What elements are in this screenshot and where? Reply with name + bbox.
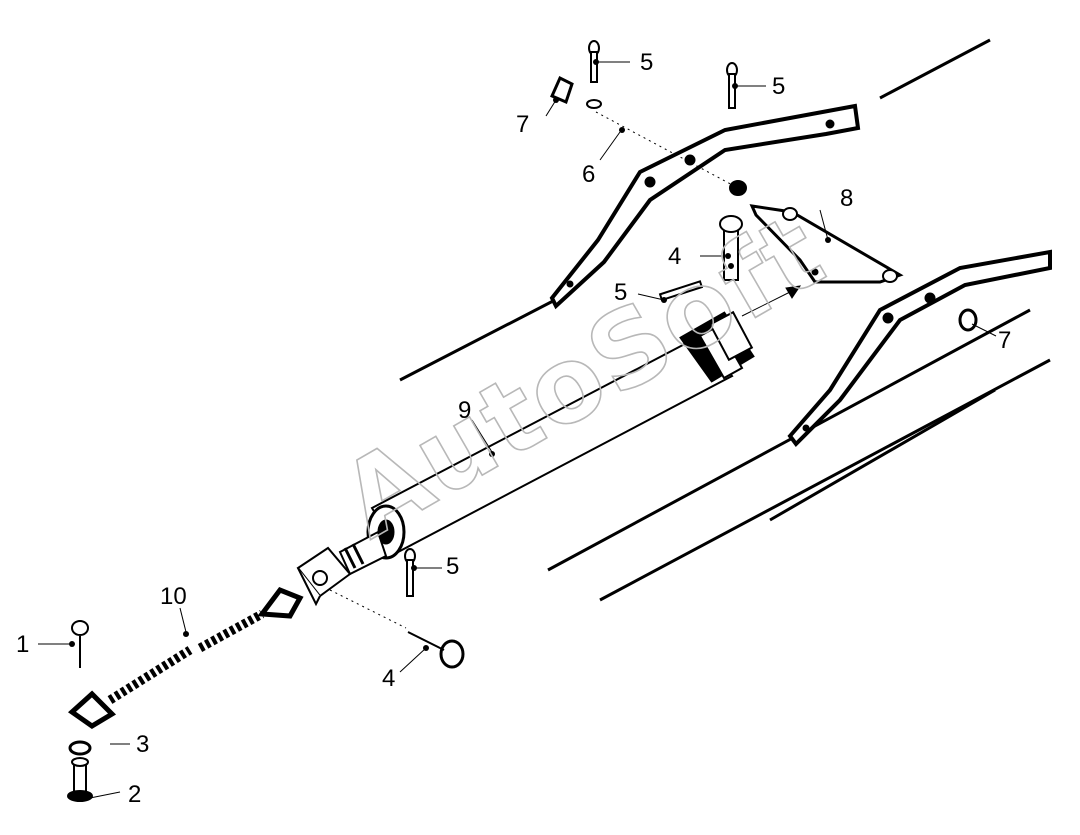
callout-3: 3	[136, 731, 149, 758]
rail-hole	[802, 424, 810, 432]
callout-1: 1	[16, 631, 29, 658]
rail-hole	[644, 176, 656, 188]
cable-part-10	[67, 586, 304, 729]
pin-part-4-upper	[719, 215, 743, 281]
callout-4: 4	[668, 243, 681, 270]
callout-7: 7	[516, 111, 529, 138]
rail-hole	[825, 119, 835, 129]
callout-6: 6	[582, 161, 595, 188]
callout-5: 5	[772, 73, 785, 100]
rail-hole	[684, 154, 696, 166]
clip-part-7-upper	[550, 75, 574, 105]
hydraulic-cylinder-part-9	[338, 310, 755, 576]
cotter-pin-part-5-c	[404, 548, 416, 597]
rail-hole	[566, 280, 574, 288]
callout-7: 7	[998, 327, 1011, 354]
watermark: AutoSoft	[322, 189, 845, 561]
clip-part-1	[71, 620, 89, 668]
cotter-pin-part-5-a	[588, 40, 600, 83]
cotter-pin-part-5-b	[726, 62, 738, 109]
perspective-lines	[399, 38, 1051, 602]
cotter-pin-part-5-d	[658, 280, 704, 302]
leader-dots	[69, 59, 831, 651]
clip-part-7-lower	[958, 308, 978, 332]
rail-hole	[924, 292, 936, 304]
leader-lines	[38, 61, 997, 799]
washer-part-3	[68, 740, 92, 756]
callout-5: 5	[640, 49, 653, 76]
upper-frame-rail	[549, 103, 861, 310]
callout-8: 8	[840, 185, 853, 212]
callout-9: 9	[458, 397, 471, 424]
assembly-arrow	[741, 285, 802, 317]
callout-5: 5	[614, 279, 627, 306]
pin-part-4-lower	[407, 631, 465, 669]
lower-frame-rail	[787, 249, 1052, 448]
rail-hole	[882, 312, 894, 324]
washer-part-6	[586, 99, 747, 196]
callout-10: 10	[160, 583, 187, 610]
callout-4: 4	[382, 665, 395, 692]
clevis-end	[296, 546, 352, 607]
bracket-part-8	[749, 204, 904, 284]
callout-2: 2	[128, 781, 141, 808]
pin-part-2	[67, 757, 93, 802]
callout-5: 5	[446, 553, 459, 580]
